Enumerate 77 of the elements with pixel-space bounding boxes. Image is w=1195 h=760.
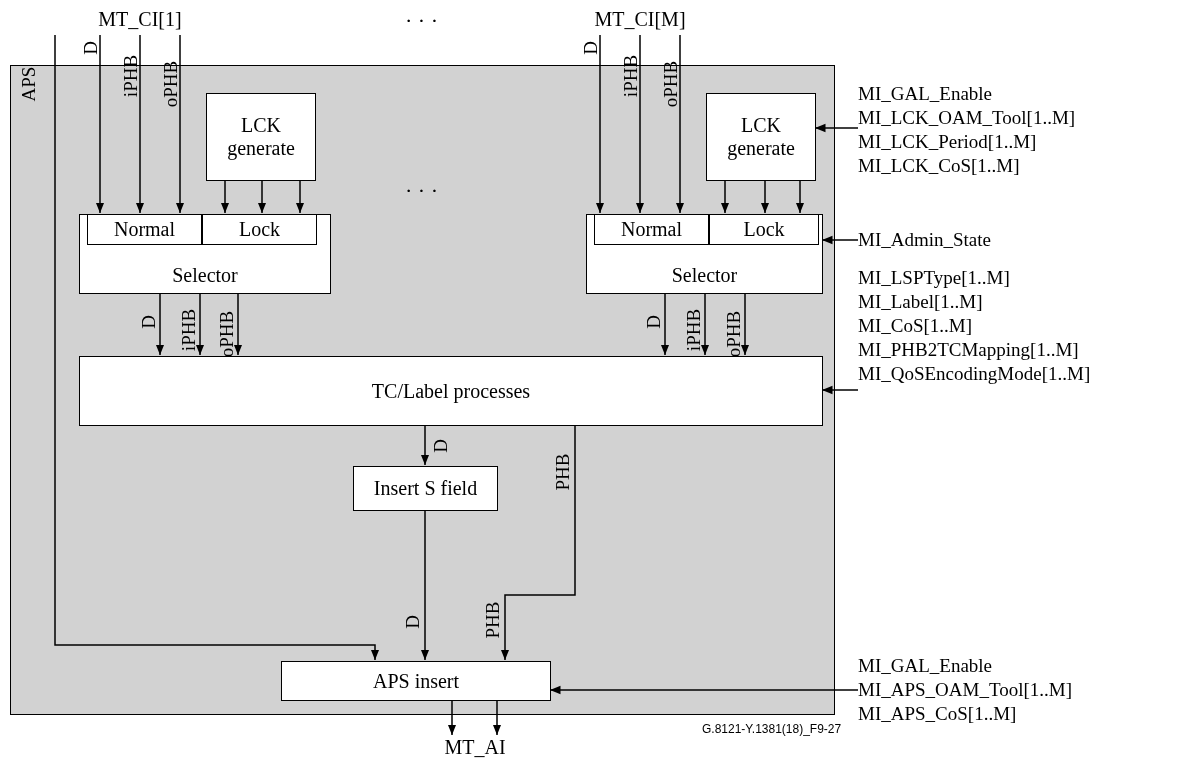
arrow	[675, 34, 685, 214]
edge-label: iPHB	[178, 308, 198, 352]
block-title: Selector	[671, 264, 738, 287]
arrow	[492, 699, 502, 736]
arrow	[220, 179, 230, 214]
signal-name: MI_QoSEncodingMode[1..M]	[858, 361, 1092, 386]
signal-name: MI_Label[1..M]	[858, 289, 984, 314]
arrow	[233, 292, 243, 356]
selector-box	[79, 214, 331, 294]
mode-cell: Lock	[709, 215, 819, 245]
arrow	[447, 699, 457, 736]
signal-name: MI_LSPType[1..M]	[858, 265, 1011, 290]
arrow	[760, 179, 770, 214]
selector-box	[586, 214, 823, 294]
signal-name: MI_LCK_OAM_Tool[1..M]	[858, 106, 1077, 130]
signal-name: MT_CI[1]	[95, 3, 185, 35]
edge-label: D	[580, 41, 600, 55]
arrow	[821, 385, 859, 395]
figure-id: G.8121-Y.1381(18)_F9-27	[702, 722, 842, 736]
signal-name: MI_LCK_Period[1..M]	[858, 130, 1038, 154]
arrow	[95, 34, 105, 214]
edge-label: iPHB	[620, 54, 640, 98]
process-box: APS insert	[281, 661, 551, 701]
arrow	[500, 424, 576, 661]
edge-label: oPHB	[723, 310, 743, 358]
edge-label: iPHB	[683, 308, 703, 352]
edge-label: PHB	[552, 453, 572, 491]
signal-name: MI_Admin_State	[858, 228, 992, 252]
signal-name: MI_LCK_CoS[1..M]	[858, 154, 1021, 178]
arrow	[295, 179, 305, 214]
signal-name: MT_AI	[425, 735, 525, 760]
edge-label: D	[643, 315, 663, 329]
signal-label: PHB	[482, 601, 502, 639]
arrow	[700, 292, 710, 356]
signal-name: MI_APS_OAM_Tool[1..M]	[858, 678, 1074, 702]
arrow	[740, 292, 750, 356]
process-box: Insert S field	[353, 466, 498, 511]
edge-label: APS	[18, 66, 38, 102]
arrow	[549, 685, 859, 695]
arrow	[135, 34, 145, 214]
arrow	[635, 34, 645, 214]
signal-name: MI_GAL_Enable	[858, 82, 994, 106]
arrow	[195, 292, 205, 356]
edge-label: oPHB	[216, 310, 236, 358]
ellipsis: · · ·	[405, 178, 438, 204]
process-box: LCK generate	[706, 93, 816, 181]
arrow	[175, 34, 185, 214]
ellipsis: · · ·	[405, 8, 438, 34]
process-box: TC/Label processes	[79, 356, 823, 426]
mode-cell: Normal	[594, 215, 709, 245]
arrow	[720, 179, 730, 214]
edge-label: iPHB	[120, 54, 140, 98]
signal-name: MI_GAL_Enable	[858, 654, 994, 678]
arrow	[420, 509, 430, 661]
signal-name: MT_CI[M]	[595, 3, 685, 35]
edge-label: oPHB	[160, 60, 180, 108]
arrow	[54, 34, 380, 661]
process-box: LCK generate	[206, 93, 316, 181]
edge-label: D	[138, 315, 158, 329]
edge-label: D	[80, 41, 100, 55]
signal-name: MI_CoS[1..M]	[858, 313, 973, 338]
arrow	[595, 34, 605, 214]
edge-label: oPHB	[660, 60, 680, 108]
arrow	[814, 123, 859, 133]
mode-cell: Lock	[202, 215, 317, 245]
arrow	[821, 235, 859, 245]
signal-name: MI_APS_CoS[1..M]	[858, 702, 1018, 726]
mode-cell: Normal	[87, 215, 202, 245]
arrow	[660, 292, 670, 356]
signal-name: MI_PHB2TCMapping[1..M]	[858, 337, 1080, 362]
arrow	[155, 292, 165, 356]
arrow	[795, 179, 805, 214]
arrow	[420, 424, 430, 466]
arrow	[257, 179, 267, 214]
edge-label: D	[430, 439, 450, 453]
edge-label: D	[402, 615, 422, 629]
block-title: Selector	[172, 264, 238, 287]
